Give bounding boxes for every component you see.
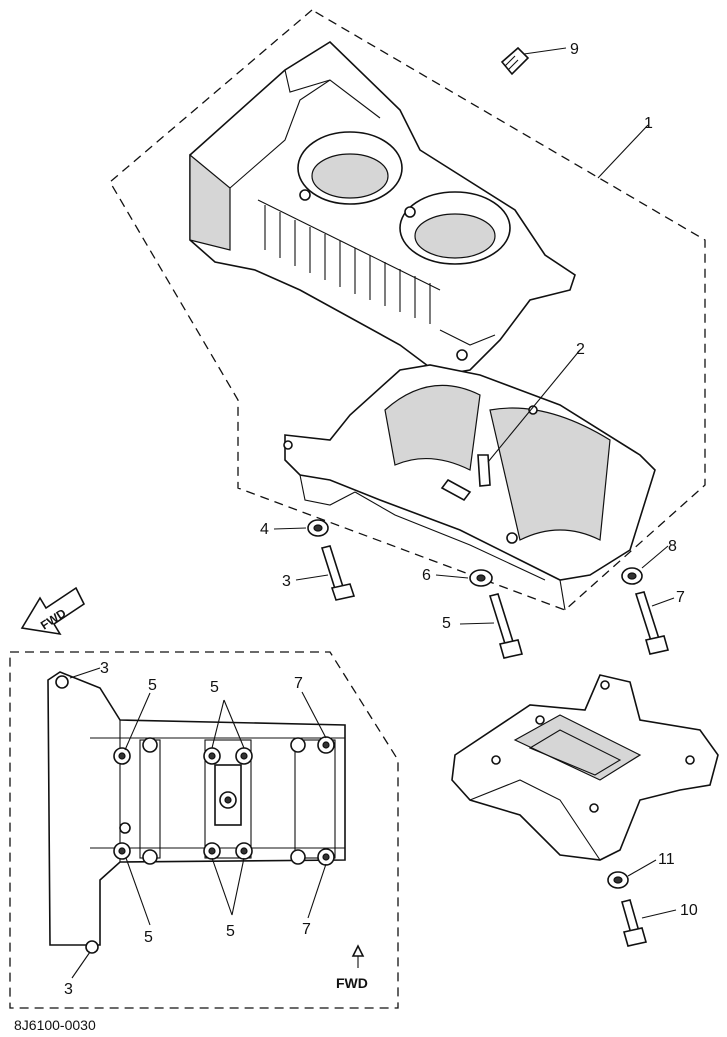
inset-callout-3-top: 3	[100, 660, 109, 677]
callout-11: 11	[658, 851, 675, 868]
fastener-bolt-9	[500, 46, 530, 76]
drawing-code: 8J6100-0030	[14, 1017, 96, 1033]
inset-callout-3-bottom: 3	[64, 981, 73, 998]
callout-5: 5	[442, 615, 451, 632]
callout-10: 10	[680, 902, 698, 919]
callout-7: 7	[676, 589, 685, 606]
inset-callout-5-d: 5	[226, 923, 235, 940]
washer-4	[307, 519, 329, 537]
inset-fwd-label: FWD	[336, 975, 368, 991]
inset-boundary	[9, 651, 399, 1009]
callout-8: 8	[668, 538, 677, 555]
upper-crankcase	[189, 40, 576, 376]
dowel-pin	[477, 454, 491, 487]
inset-callout-5-c: 5	[144, 929, 153, 946]
nut-11	[607, 871, 629, 889]
callout-4: 4	[260, 521, 269, 538]
callout-1: 1	[644, 115, 653, 132]
callout-6: 6	[422, 567, 431, 584]
inset-bottom-view	[47, 667, 365, 979]
fwd-arrow: FWD	[20, 586, 86, 636]
washer-6	[469, 569, 493, 587]
assembly-boundary	[109, 9, 706, 611]
main-leader-lines	[273, 47, 677, 919]
inset-bolt-holes	[55, 675, 335, 954]
inset-callout-5-b: 5	[210, 679, 219, 696]
lower-crankcase	[283, 364, 656, 611]
inset-callout-5-a: 5	[148, 677, 157, 694]
callout-3: 3	[282, 573, 291, 590]
engine-bracket	[451, 674, 719, 861]
inset-callout-7-bottom: 7	[302, 921, 311, 938]
bolt-7	[634, 591, 670, 655]
bolt-5	[488, 593, 524, 659]
washer-8	[621, 567, 643, 585]
callout-2: 2	[576, 341, 585, 358]
inset-callout-7-top: 7	[294, 675, 303, 692]
bolt-10	[621, 899, 648, 947]
callout-9: 9	[570, 41, 579, 58]
bolt-3	[320, 545, 356, 601]
